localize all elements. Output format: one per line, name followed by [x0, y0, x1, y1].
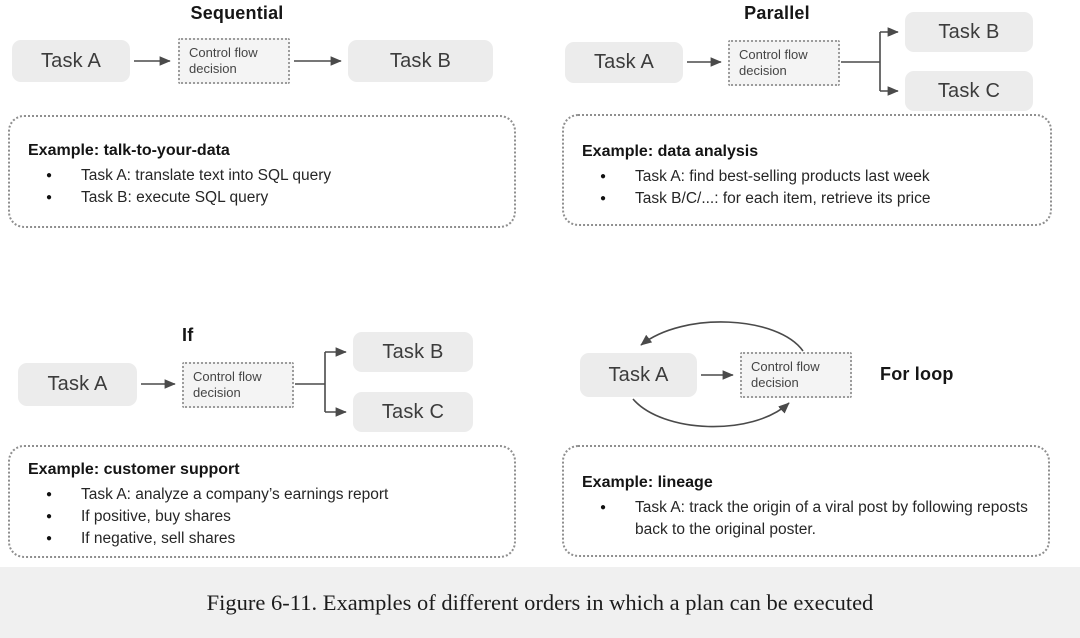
arrow-loop-back-to-a	[640, 321, 804, 352]
loop-control-flow-decision-box: Control flow decision	[740, 352, 852, 398]
example-bullet: Task B/C/...: for each item, retrieve it…	[582, 188, 1038, 210]
if-example-heading: Example: customer support	[28, 461, 240, 478]
loop-example-heading: Example: lineage	[582, 474, 713, 491]
panel-title-for-loop: For loop	[880, 364, 954, 384]
example-bullet: If negative, sell shares	[28, 528, 502, 550]
seq-control-flow-decision-box: Control flow decision	[178, 38, 290, 84]
example-bullet: Task A: track the origin of a viral post…	[582, 497, 1035, 541]
seq-example-box: Example: talk-to-your-data Task A: trans…	[8, 115, 516, 228]
arrow-loop-forward-to-decision	[632, 398, 790, 428]
decision-label-line2: decision	[193, 385, 241, 400]
example-bullet: Task A: translate text into SQL query	[28, 165, 502, 187]
if-example-list: Task A: analyze a company’s earnings rep…	[28, 484, 502, 550]
panel-title-if: If	[182, 325, 194, 345]
par-example-heading: Example: data analysis	[582, 143, 759, 160]
decision-label-line2: decision	[189, 61, 237, 76]
par-example-list: Task A: find best-selling products last …	[582, 166, 1038, 210]
if-task-a-node: Task A	[18, 363, 137, 406]
decision-label-line2: decision	[739, 63, 787, 78]
loop-example-box: Example: lineage Task A: track the origi…	[562, 445, 1050, 557]
seq-task-a-node: Task A	[12, 40, 130, 82]
panel-title-parallel: Parallel	[744, 3, 810, 23]
decision-label-line1: Control flow	[189, 45, 258, 60]
loop-example-list: Task A: track the origin of a viral post…	[582, 497, 1036, 541]
if-example-box: Example: customer support Task A: analyz…	[8, 445, 516, 558]
decision-label-line2: decision	[751, 375, 799, 390]
caption-strip: Figure 6-11. Examples of different order…	[0, 567, 1080, 638]
decision-label-line1: Control flow	[193, 369, 262, 384]
figure-caption: Figure 6-11. Examples of different order…	[206, 589, 874, 615]
decision-label-line1: Control flow	[751, 359, 820, 374]
example-bullet: Task A: find best-selling products last …	[582, 166, 1038, 188]
seq-example-heading: Example: talk-to-your-data	[28, 142, 230, 159]
par-example-box: Example: data analysis Task A: find best…	[562, 114, 1052, 226]
par-task-c-node: Task C	[905, 71, 1033, 111]
decision-label-line1: Control flow	[739, 47, 808, 62]
seq-task-b-node: Task B	[348, 40, 493, 82]
loop-task-a-node: Task A	[580, 353, 697, 397]
par-task-a-node: Task A	[565, 42, 683, 83]
example-bullet: Task A: analyze a company’s earnings rep…	[28, 484, 502, 506]
if-task-c-node: Task C	[353, 392, 473, 432]
fork-par-lines	[841, 32, 881, 91]
example-bullet: If positive, buy shares	[28, 506, 502, 528]
example-bullet: Task B: execute SQL query	[28, 187, 502, 209]
if-task-b-node: Task B	[353, 332, 473, 372]
par-control-flow-decision-box: Control flow decision	[728, 40, 840, 86]
fork-if-lines	[295, 352, 326, 412]
seq-example-list: Task A: translate text into SQL query Ta…	[28, 165, 502, 209]
panel-title-sequential: Sequential	[190, 3, 284, 23]
par-task-b-node: Task B	[905, 12, 1033, 52]
if-control-flow-decision-box: Control flow decision	[182, 362, 294, 408]
